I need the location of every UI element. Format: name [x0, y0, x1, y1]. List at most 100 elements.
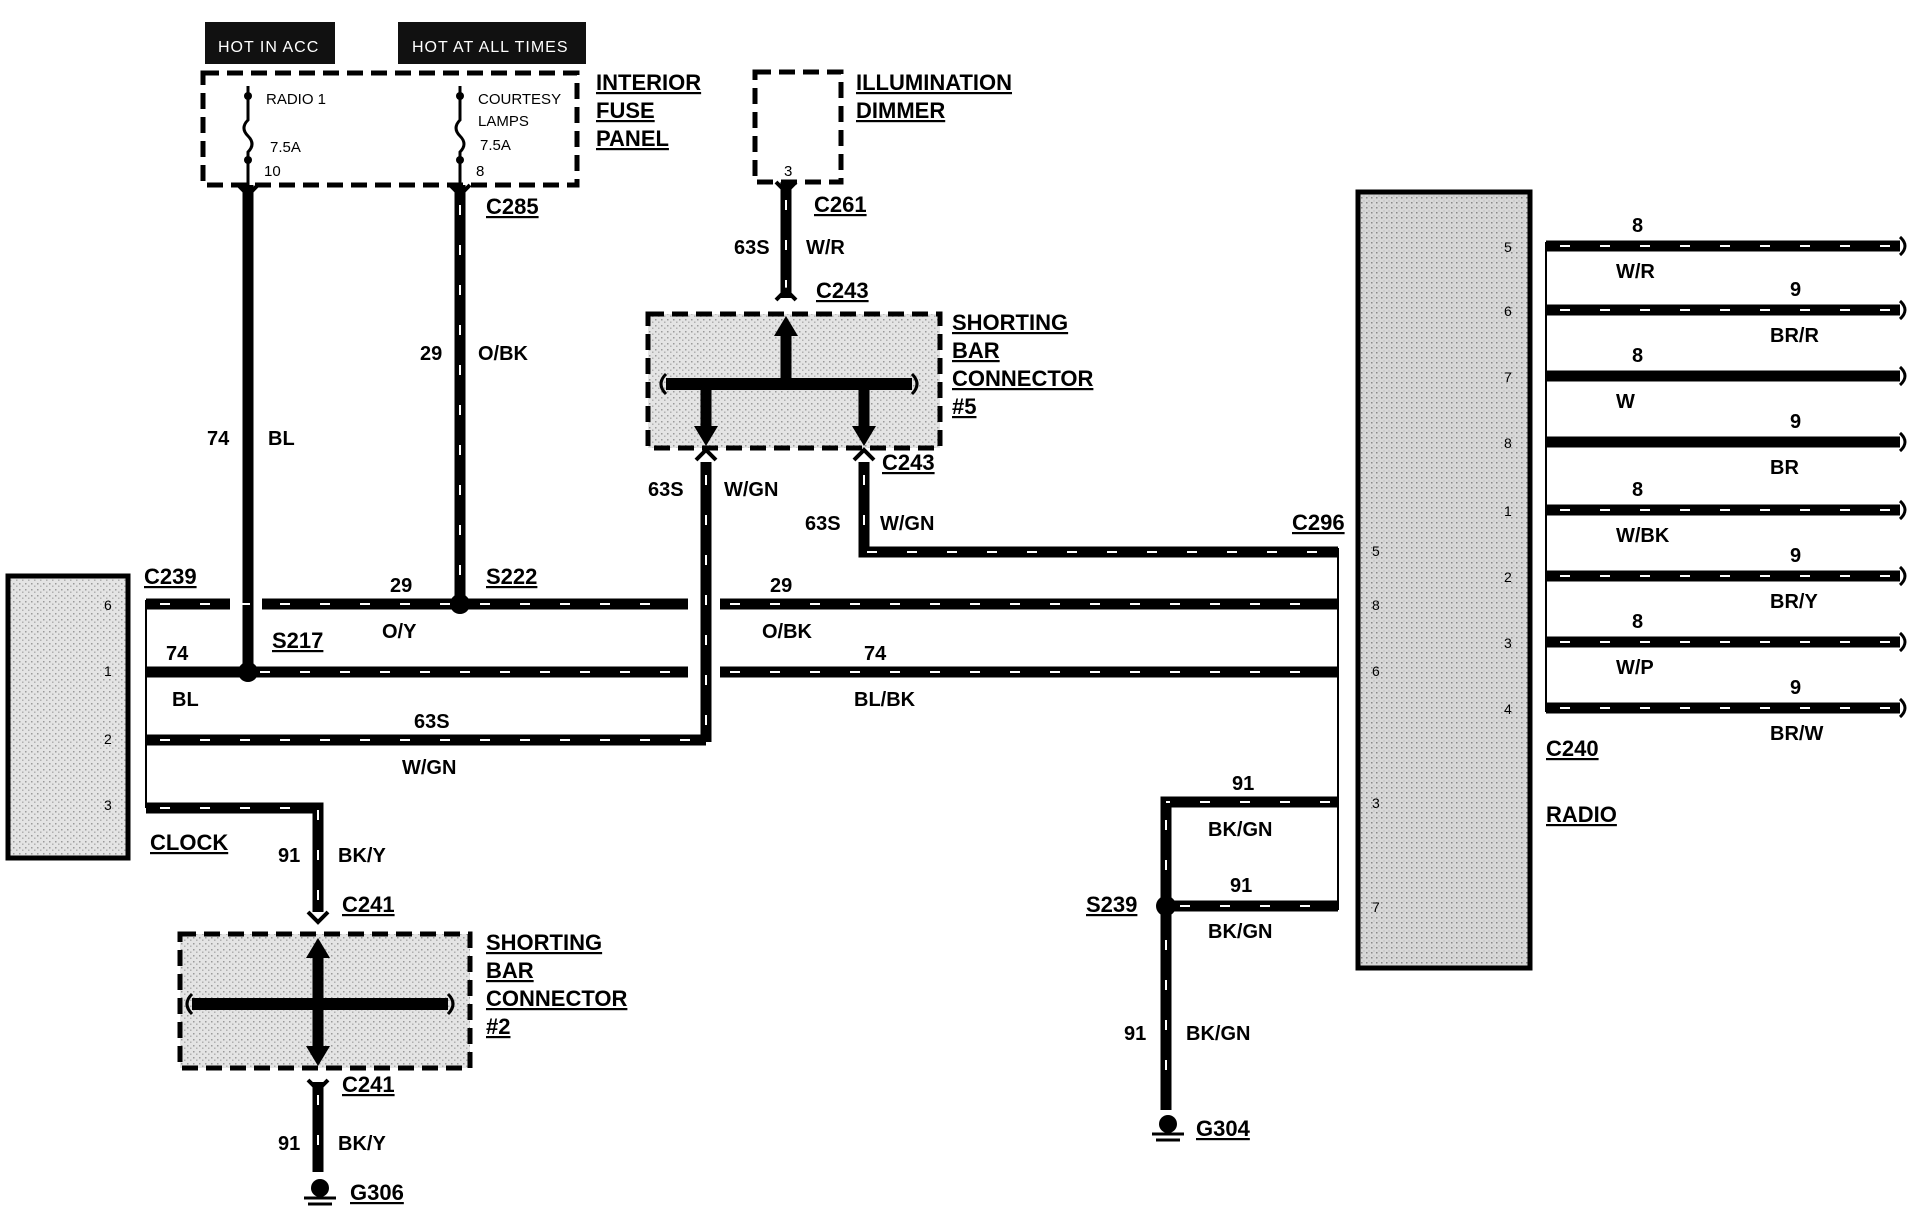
clock: 6 1 2 3: [5, 573, 131, 861]
shorting-bar-connector-5: [645, 311, 943, 451]
svg-text:6: 6: [1372, 663, 1380, 679]
speaker-wire-color: BR/R: [1770, 325, 1819, 347]
speaker-wire: 8W/R: [1546, 215, 1907, 283]
svg-text:O/BK: O/BK: [478, 343, 529, 365]
svg-text:74: 74: [166, 643, 189, 665]
fuse2-pin: 8: [476, 163, 484, 180]
connector-c240: C240: [1546, 736, 1599, 761]
splice-s239: [1156, 896, 1176, 916]
wire-74-bl-b: 74 BL: [146, 643, 688, 711]
wire-63s-wgn-c: 63S W/GN: [146, 711, 706, 779]
svg-text:BK/GN: BK/GN: [1208, 921, 1272, 943]
svg-text:BL: BL: [268, 428, 295, 450]
sb5-title-3: CONNECTOR: [952, 366, 1093, 391]
speaker-wire-circuit: 9: [1790, 545, 1801, 567]
speaker-wire-color: W: [1616, 391, 1635, 413]
connector-c261: C261: [814, 192, 867, 217]
svg-text:8: 8: [1372, 597, 1380, 613]
connector-c239: C239: [144, 564, 197, 589]
interior-fuse-panel: RADIO 1 7.5A 10 COURTESY LAMPS 7.5A 8: [200, 70, 580, 188]
speaker-wire-circuit: 8: [1632, 479, 1643, 501]
sb2-title-1: SHORTING: [486, 930, 602, 955]
sb5-title-1: SHORTING: [952, 310, 1068, 335]
fuse2-name-2: LAMPS: [478, 113, 529, 130]
svg-text:4: 4: [1504, 701, 1512, 717]
speaker-wire: 9BR: [1546, 411, 1907, 479]
splice-s222-label: S222: [486, 564, 537, 589]
svg-text:W/GN: W/GN: [402, 757, 456, 779]
svg-text:29: 29: [390, 575, 412, 597]
sb5-title-2: BAR: [952, 338, 1000, 363]
svg-text:7: 7: [1372, 899, 1380, 915]
svg-text:7: 7: [1504, 369, 1512, 385]
svg-text:O/Y: O/Y: [382, 621, 417, 643]
wire-91-bkgn-a: 91 BK/GN: [1160, 773, 1338, 1110]
svg-text:63S: 63S: [414, 711, 450, 733]
svg-text:3: 3: [1504, 635, 1512, 651]
speaker-wire-color: BR/Y: [1770, 591, 1818, 613]
svg-text:63S: 63S: [648, 479, 684, 501]
header-hot-at-all-times-label: HOT AT ALL TIMES: [412, 39, 569, 56]
speaker-wire-color: W/R: [1616, 261, 1655, 283]
fuse-panel-title-2: FUSE: [596, 98, 655, 123]
svg-text:3: 3: [1372, 795, 1380, 811]
svg-text:W/GN: W/GN: [724, 479, 778, 501]
speaker-wire-circuit: 8: [1632, 215, 1643, 237]
speaker-wire-circuit: 8: [1632, 611, 1643, 633]
speaker-wire: 9BR/R: [1546, 279, 1907, 347]
svg-text:91: 91: [278, 1133, 300, 1155]
connector-c285: C285: [486, 194, 539, 219]
svg-text:BK/GN: BK/GN: [1186, 1023, 1250, 1045]
wire-29-oy: 29 O/Y: [146, 575, 688, 643]
svg-text:O/BK: O/BK: [762, 621, 813, 643]
splice-s217-label: S217: [272, 628, 323, 653]
speaker-wire-color: BR/W: [1770, 723, 1823, 745]
svg-text:5: 5: [1504, 239, 1512, 255]
speaker-wire-color: BR: [1770, 457, 1799, 479]
speaker-wire: 8W/BK: [1546, 479, 1907, 547]
dimmer-title-1: ILLUMINATION: [856, 70, 1012, 95]
svg-text:BL: BL: [172, 689, 199, 711]
fuse-panel-title-3: PANEL: [596, 126, 669, 151]
svg-text:BK/Y: BK/Y: [338, 1133, 386, 1155]
speaker-wire-circuit: 9: [1790, 279, 1801, 301]
ground-g304-icon: [1152, 1115, 1184, 1142]
clock-pin-2: 2: [104, 731, 112, 747]
radio-name: RADIO: [1546, 802, 1617, 827]
speaker-wire-color: W/P: [1616, 657, 1654, 679]
svg-text:91: 91: [1232, 773, 1254, 795]
illumination-dimmer: 3: [752, 69, 844, 185]
fuse1-pin: 10: [264, 163, 281, 180]
sb2-title-3: CONNECTOR: [486, 986, 627, 1011]
speaker-wire: 9BR/W: [1546, 677, 1907, 745]
wire-91-bky-a: 91 BK/Y: [146, 802, 386, 912]
connector-c296: C296: [1292, 510, 1345, 535]
wire-63s-wgn-a: 63S W/GN: [648, 462, 778, 742]
wire-63s-wgn-b: 63S W/GN: [805, 462, 1338, 558]
clock-name: CLOCK: [150, 830, 228, 855]
wire-91-bky-b: 91 BK/Y: [278, 1082, 386, 1172]
clock-pin-6: 6: [104, 597, 112, 613]
header-hot-in-acc: HOT IN ACC: [205, 22, 335, 64]
clock-pin-1: 1: [104, 663, 112, 679]
connector-c241-top: C241: [342, 892, 395, 917]
splice-s222: [450, 594, 470, 614]
dimmer-title-2: DIMMER: [856, 98, 945, 123]
splice-s217: [238, 662, 258, 682]
wire-74-blbk: 74 BL/BK: [720, 643, 1338, 711]
svg-text:W/GN: W/GN: [880, 513, 934, 535]
svg-text:29: 29: [420, 343, 442, 365]
wire-63s-wr: 63S W/R: [734, 182, 845, 298]
wire-29-obk-b: 29 O/BK: [720, 575, 1338, 643]
wire-91-bkgn-c: 91 BK/GN: [1124, 1023, 1250, 1045]
sb5-title-4: #5: [952, 394, 976, 419]
svg-text:BL/BK: BL/BK: [854, 689, 916, 711]
svg-text:29: 29: [770, 575, 792, 597]
svg-text:5: 5: [1372, 543, 1380, 559]
speaker-wire: 8W: [1546, 345, 1907, 413]
header-hot-in-acc-label: HOT IN ACC: [218, 39, 319, 56]
fuse1-name: RADIO 1: [266, 91, 326, 108]
svg-text:91: 91: [278, 845, 300, 867]
svg-text:BK/Y: BK/Y: [338, 845, 386, 867]
